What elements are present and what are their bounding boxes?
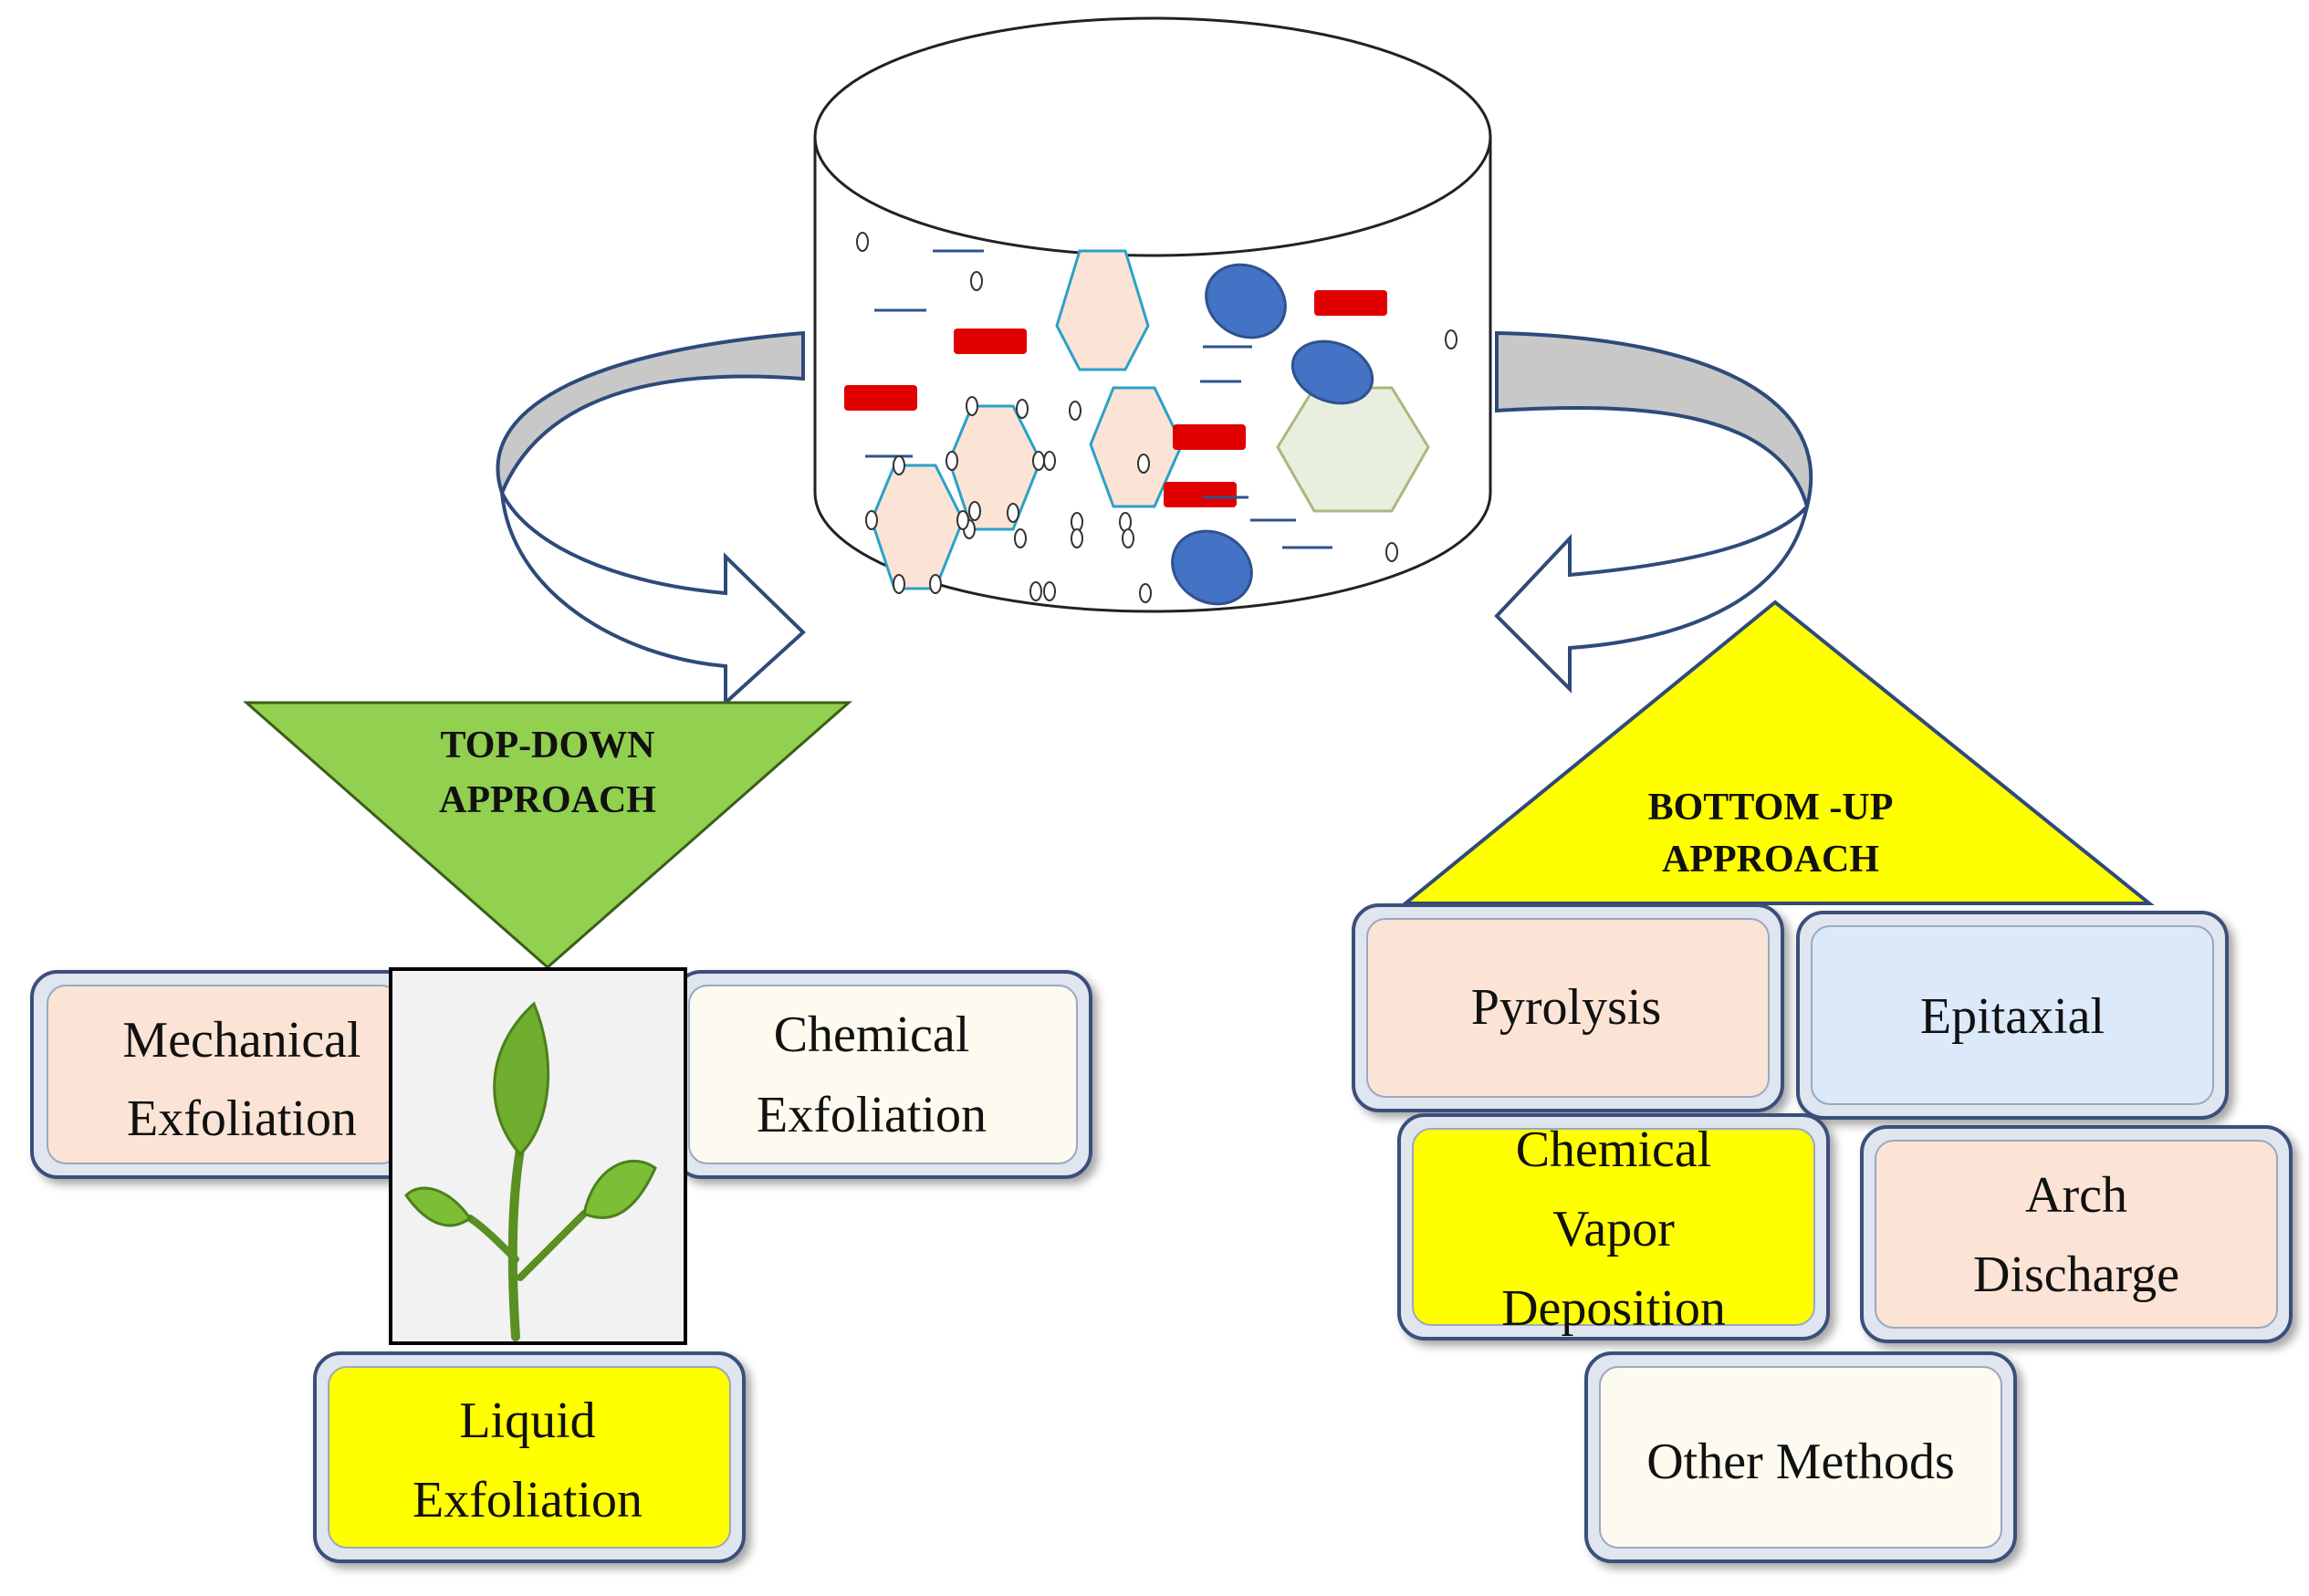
other-methods-box <box>1584 1351 2017 1563</box>
liquid-exfoliation-label: Liquid <box>459 1393 595 1449</box>
right-curved-arrow <box>1494 330 1813 694</box>
chemical-exfoliation-box <box>674 970 1092 1179</box>
pyrolysis-box <box>1352 903 1784 1112</box>
cvd-label-3: Deposition <box>1501 1280 1726 1337</box>
blue-oval-particle <box>1171 529 1253 606</box>
cvd-label: Chemical <box>1516 1121 1712 1178</box>
red-bar-particle <box>1164 482 1237 507</box>
arch-discharge-label: Arch <box>2025 1167 2127 1224</box>
chemical-exfoliation-label-2: Exfoliation <box>757 1087 987 1143</box>
hexagon-flake <box>1055 249 1150 371</box>
bubble-particles <box>856 232 1457 603</box>
top-down-title: TOP-DOWN <box>441 725 655 767</box>
mechanical-exfoliation-box <box>30 970 417 1179</box>
liquid-exfoliation-label-2: Exfoliation <box>413 1472 643 1528</box>
other-methods-label: Other Methods <box>1646 1434 1955 1490</box>
chemical-exfoliation-label: Chemical <box>774 1007 970 1063</box>
blue-oval-particle <box>1205 263 1287 339</box>
top-down-title-2: APPROACH <box>439 779 656 821</box>
arch-discharge-label-2: Discharge <box>1973 1247 2179 1303</box>
red-bar-particle <box>1173 424 1246 450</box>
bottom-up-triangle: BOTTOM -UP APPROACH <box>1400 600 2155 905</box>
epitaxial-box <box>1796 911 2229 1120</box>
cvd-box <box>1397 1113 1830 1340</box>
blue-oval-particle <box>1290 339 1374 405</box>
cvd-label-2: Vapor <box>1552 1201 1675 1257</box>
liquid-exfoliation-box <box>313 1351 746 1563</box>
plant-image <box>389 967 687 1345</box>
top-down-triangle: TOP-DOWN APPROACH <box>243 701 852 969</box>
hexagon-flake <box>1276 386 1430 513</box>
red-bar-particle <box>1314 290 1387 316</box>
arch-discharge-box <box>1860 1125 2293 1343</box>
hexagon-flake <box>1089 386 1184 508</box>
mechanical-exfoliation-label: Mechanical <box>122 1012 360 1069</box>
pyrolysis-label: Pyrolysis <box>1471 979 1662 1036</box>
left-curved-arrow <box>496 330 806 707</box>
line-particles <box>865 249 1332 549</box>
epitaxial-label: Epitaxial <box>1920 988 2105 1045</box>
bottom-up-title-2: APPROACH <box>1662 839 1879 881</box>
red-bar-particle <box>954 329 1027 354</box>
plant-icon <box>404 1001 657 1341</box>
vessel-contents <box>844 232 1457 606</box>
bottom-up-title: BOTTOM -UP <box>1648 787 1894 829</box>
mechanical-exfoliation-label-2: Exfoliation <box>127 1090 357 1147</box>
red-bar-particle <box>844 385 917 411</box>
